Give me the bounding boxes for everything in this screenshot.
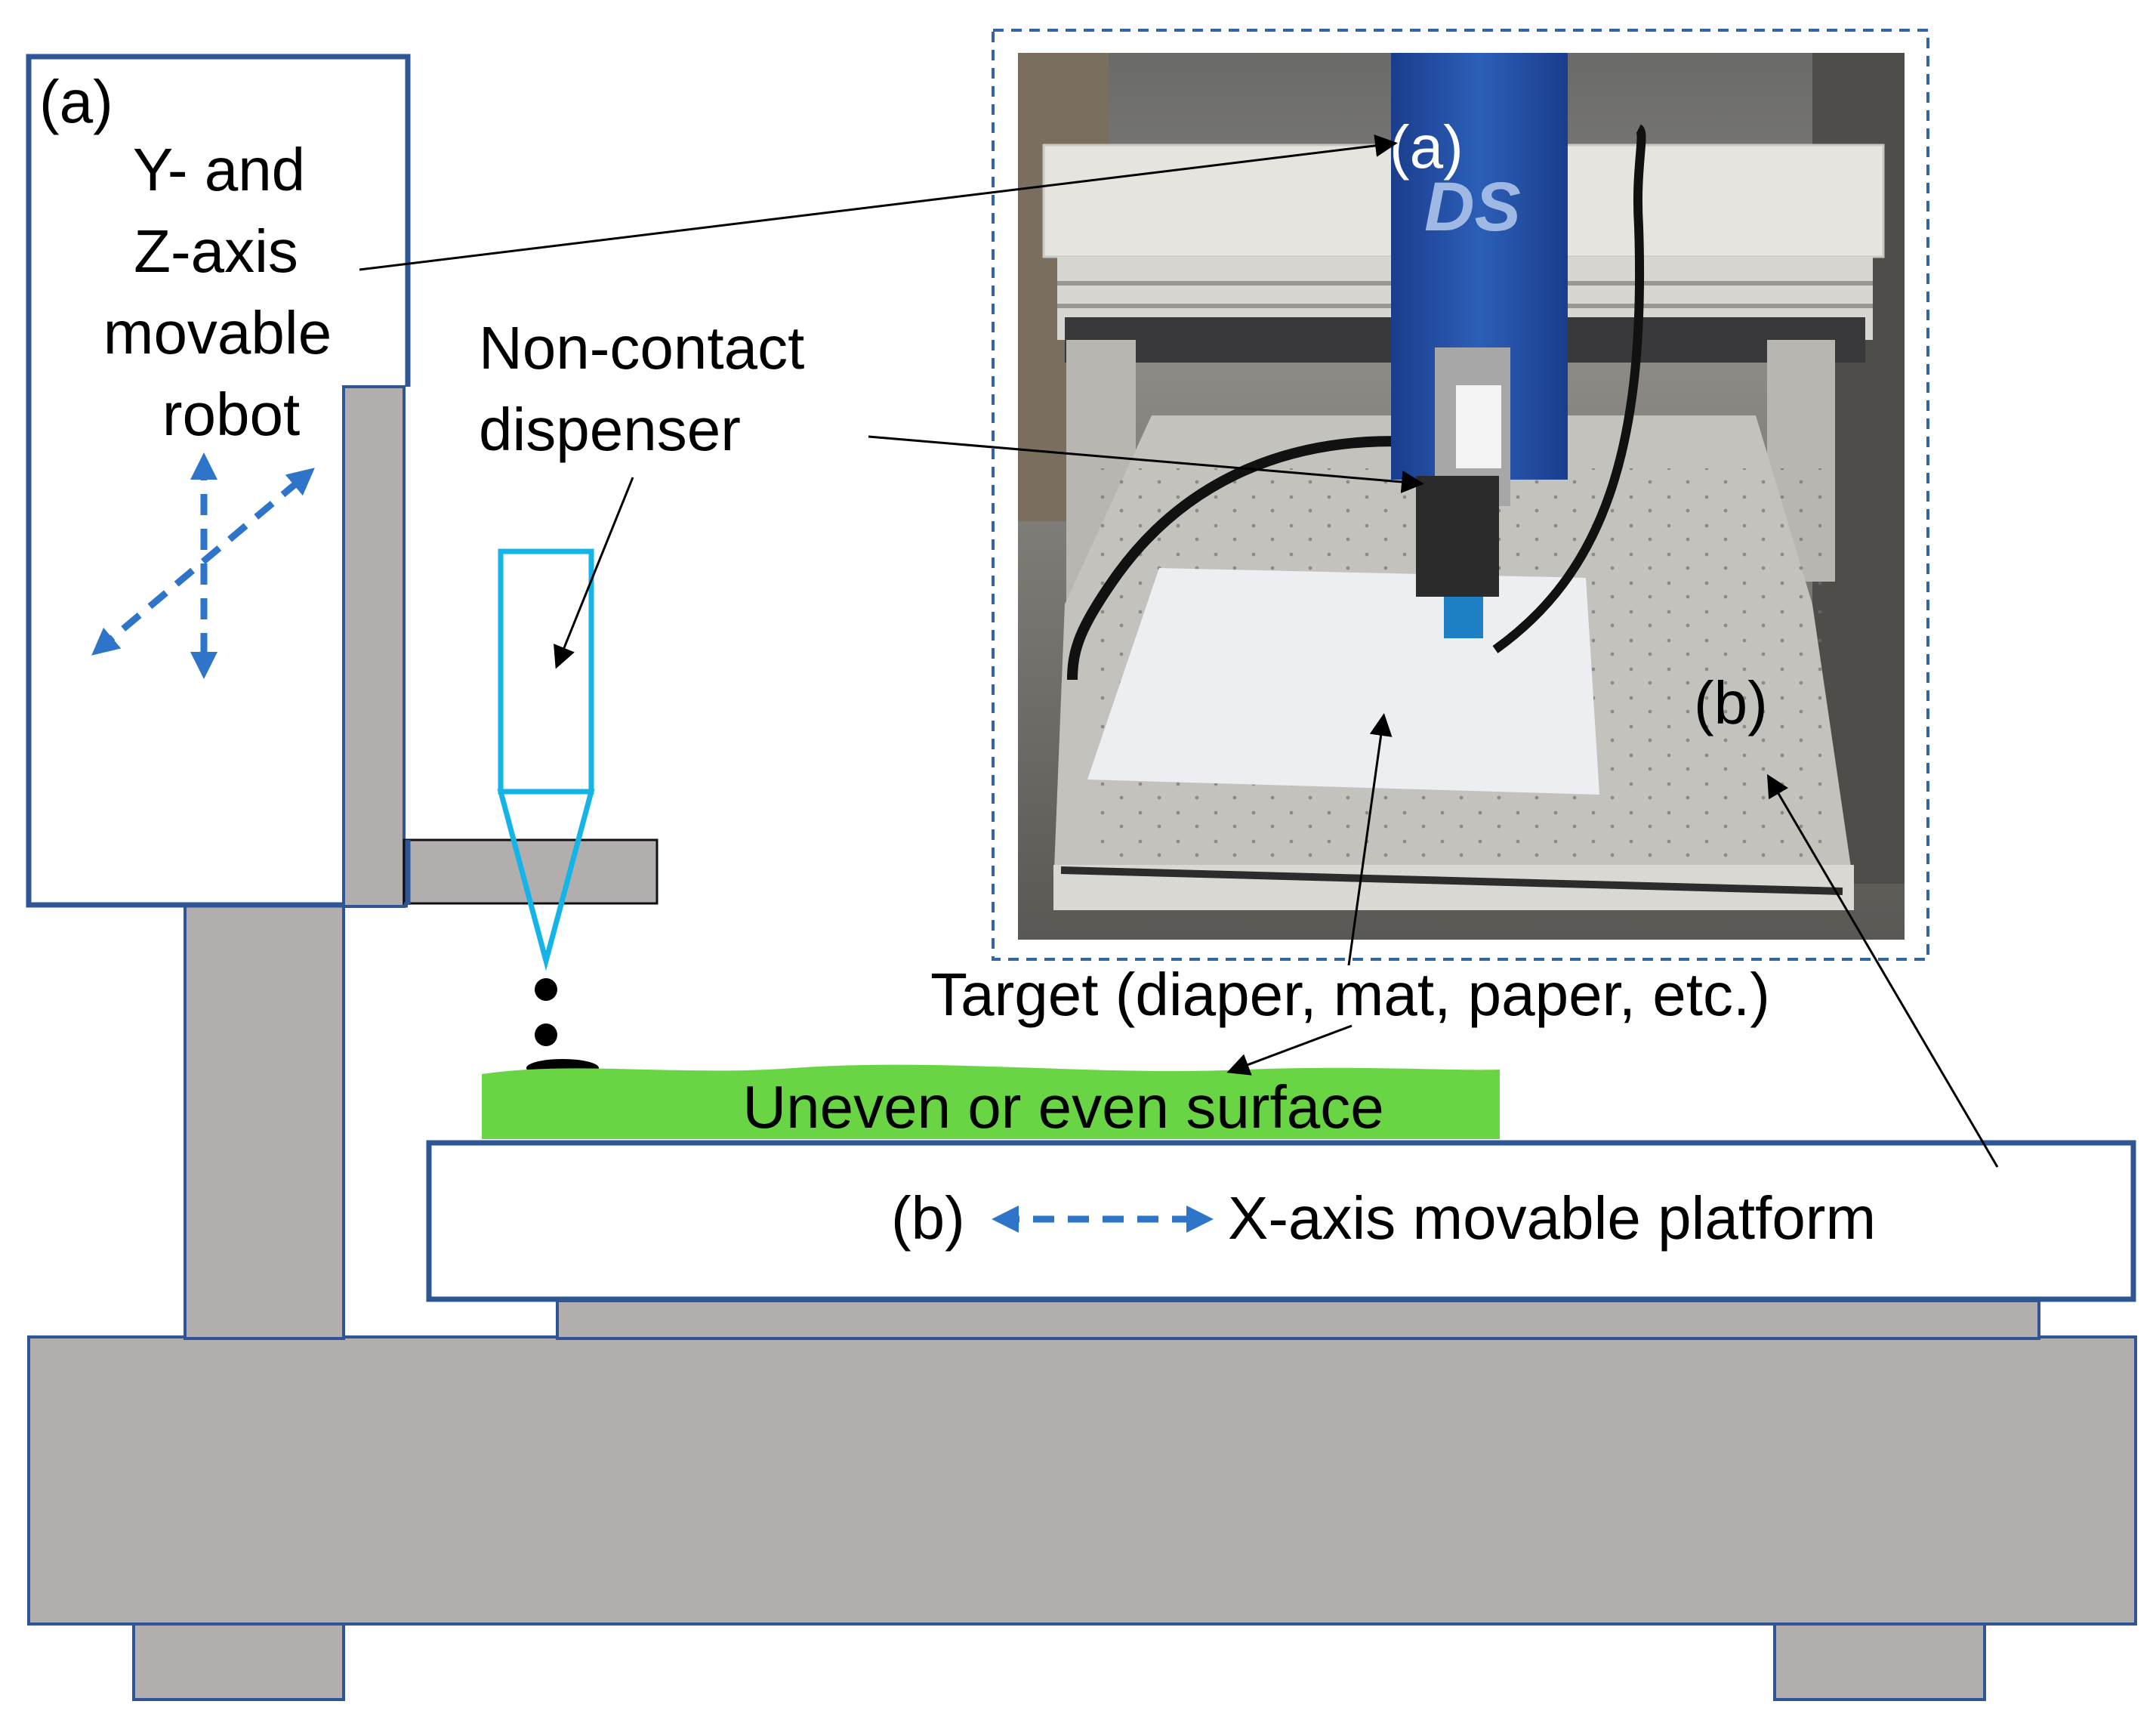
base-block bbox=[27, 1335, 2137, 1626]
photo-table-edge bbox=[1060, 866, 1843, 895]
photo: DS (a) (b) bbox=[1018, 53, 1905, 940]
robot-label-line3: movable bbox=[103, 299, 332, 366]
photo-cable bbox=[1067, 436, 1458, 681]
robot-label-line1: Y- and bbox=[133, 136, 305, 203]
droplet bbox=[535, 1024, 557, 1046]
nozzle-tip bbox=[497, 789, 595, 971]
target-label: Target (diaper, mat, paper, etc.) bbox=[930, 961, 1770, 1028]
photo-head-brand: DS bbox=[1424, 168, 1521, 245]
leader-lines bbox=[359, 134, 1999, 1168]
robot-box-border bbox=[26, 54, 411, 908]
platform-rail bbox=[556, 1299, 2040, 1340]
photo-dashed-border bbox=[992, 29, 1929, 961]
platform-label-b: (b) bbox=[891, 1184, 965, 1252]
photo-label-b: (b) bbox=[1694, 669, 1768, 736]
dispenser-label-line2: dispenser bbox=[479, 396, 741, 463]
dispenser-label-group: Non-contact dispenser bbox=[479, 314, 804, 669]
droplet bbox=[535, 978, 557, 1001]
robot-box: (a) Y- and Z-axis movable robot bbox=[26, 54, 411, 908]
robot-pointer bbox=[359, 134, 1398, 271]
photo-cable bbox=[1492, 124, 1646, 653]
dispenser-photo-pointer bbox=[868, 435, 1424, 493]
photo-head-body bbox=[1416, 476, 1499, 597]
surface-green bbox=[482, 1064, 1500, 1139]
nozzle-body bbox=[498, 548, 594, 795]
dispenser-label-line1: Non-contact bbox=[479, 314, 804, 381]
target-surface: Uneven or even surface bbox=[482, 1064, 1500, 1141]
photo-head-filter bbox=[1456, 385, 1501, 468]
x-axis-platform: (b) X-axis movable platform bbox=[426, 1140, 2136, 1302]
photo-inset: DS (a) (b) bbox=[992, 29, 1929, 961]
robot-column bbox=[342, 385, 406, 908]
dispenser-pointer bbox=[554, 477, 634, 669]
platform-photo-pointer bbox=[1766, 773, 1999, 1168]
platform-label: X-axis movable platform bbox=[1228, 1184, 1876, 1252]
left-pillar bbox=[184, 903, 345, 1340]
robot-label-line4: robot bbox=[162, 381, 300, 448]
right-foot bbox=[1773, 1622, 1986, 1701]
left-foot bbox=[132, 1622, 345, 1701]
photo-head-tip bbox=[1444, 597, 1483, 638]
robot-label-a: (a) bbox=[39, 68, 113, 135]
robot-label-line2: Z-axis bbox=[134, 218, 298, 285]
surface-label: Uneven or even surface bbox=[742, 1073, 1383, 1141]
target-photo-pointer bbox=[1347, 713, 1393, 966]
photo-label-a: (a) bbox=[1390, 113, 1464, 181]
machine-frame bbox=[27, 385, 2137, 1701]
dispenser-nozzle bbox=[497, 548, 599, 1086]
target-surface-pointer bbox=[1226, 1024, 1353, 1076]
platform-box bbox=[426, 1140, 2136, 1302]
photo-paper bbox=[1087, 568, 1599, 795]
